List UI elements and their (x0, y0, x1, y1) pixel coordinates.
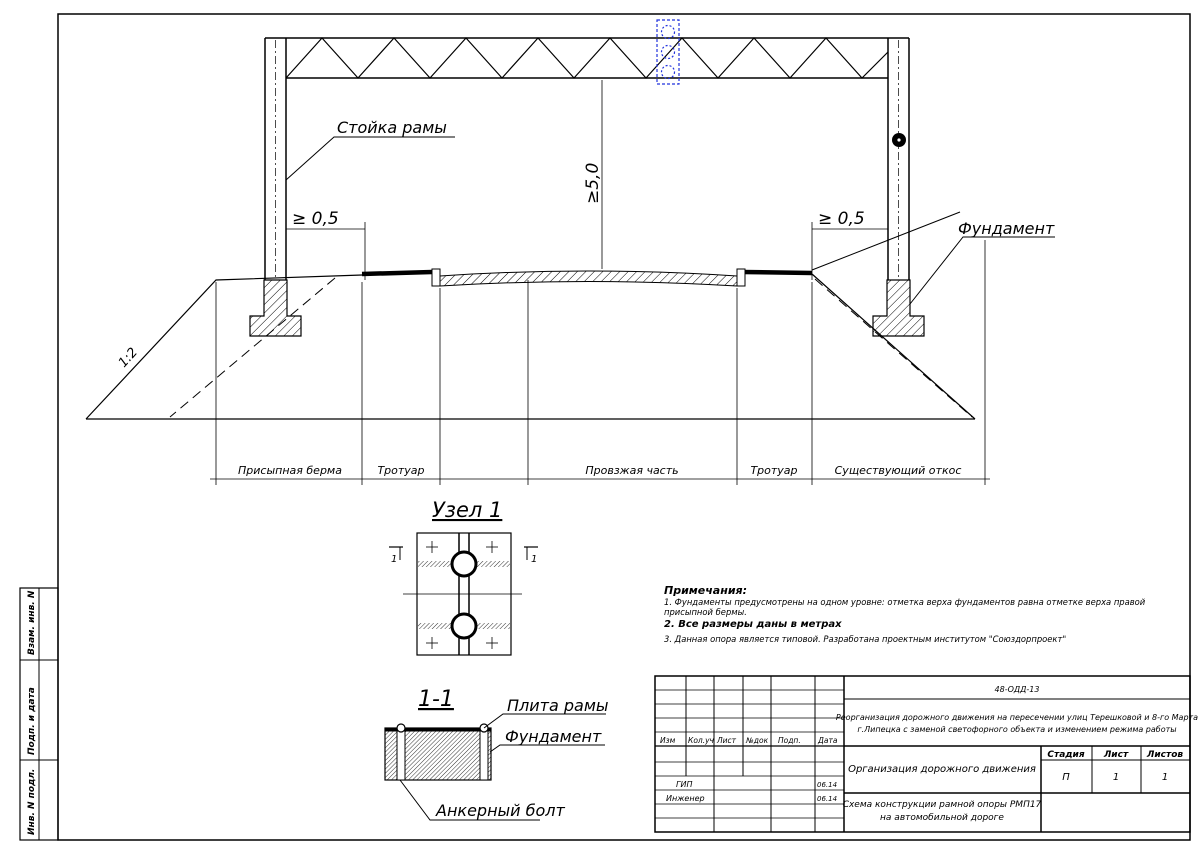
foundation-left (249, 279, 302, 337)
zone-label-berm: Присыпная берма (238, 464, 342, 477)
note-item-3: 3. Данная опора является типовой. Разраб… (664, 634, 1067, 644)
sidebar-cell-replacement: Взам. инв. N (27, 590, 37, 655)
cut-mark-left: 1 (391, 554, 397, 565)
title-sheets-value: 1 (1162, 772, 1168, 783)
title-sheet-value: 1 (1113, 772, 1119, 783)
zone-label-sidewalk-right: Тротуар (750, 464, 797, 477)
label-section-foundation: Фундамент (505, 727, 602, 746)
title-block (654, 675, 1191, 833)
sheet-border (57, 13, 1191, 841)
title-stage-value: П (1062, 772, 1070, 783)
title-role-gip-date: 06.14 (817, 781, 837, 789)
road-sign-icon (892, 133, 906, 147)
section-leaders (399, 713, 606, 821)
title-col-change: Изм (660, 736, 676, 745)
notes-heading: Примечания: (664, 584, 747, 597)
notes-block: Примечания: 1. Фундаменты предусмотрены … (664, 584, 1194, 644)
frame-support (264, 37, 910, 280)
title-doc-code: 48-ОДД-13 (995, 685, 1040, 694)
sidebar-stamp: Взам. инв. N Подп. и дата Инв. N подл. (19, 587, 59, 841)
zone-label-slope: Существующий откос (835, 464, 962, 477)
traffic-light-icon (656, 19, 680, 85)
road-cross-section (85, 268, 976, 420)
foundation-right (872, 279, 925, 337)
section-detail (384, 723, 492, 781)
note-item-1: 1. Фундаменты предусмотрены на одном уро… (664, 597, 1146, 617)
title-col-sign: Подп. (778, 736, 801, 745)
label-frame-post: Стойка рамы (337, 118, 447, 137)
label-anchor-bolt: Анкерный болт (435, 801, 566, 820)
title-col-date: Дата (817, 736, 838, 745)
title-sheet-header: Лист (1103, 750, 1129, 760)
title-role-engineer: Инженер (666, 794, 705, 803)
offset-dimension-right (811, 222, 888, 280)
note-item-2: 2. Все размеры даны в метрах (664, 619, 842, 630)
title-project-line1: Реорганизация дорожного движения на пере… (836, 713, 1198, 722)
offset-dimension-left (286, 222, 366, 280)
title-drawing-name-line1: Схема конструкции рамной опоры РМП17 (843, 800, 1042, 810)
zone-dimension-chain (210, 240, 990, 485)
title-section-name: Организация дорожного движения (848, 764, 1036, 775)
label-foundation: Фундамент (958, 219, 1055, 238)
sidebar-cell-inventory: Инв. N подл. (27, 769, 37, 835)
cut-mark-right: 1 (531, 554, 537, 565)
zone-label-sidewalk-left: Тротуар (377, 464, 424, 477)
label-slope-ratio: 1:2 (116, 345, 141, 371)
title-col-docnum: №док (745, 736, 769, 745)
title-col-sheet: Лист (716, 736, 737, 745)
dimension-left-offset: ≥ 0,5 (292, 209, 339, 229)
node-title: Узел 1 (432, 498, 502, 522)
section-title: 1-1 (418, 687, 454, 712)
dimension-right-offset: ≥ 0,5 (818, 209, 865, 229)
title-role-gip: ГИП (676, 780, 692, 789)
leader-lines (285, 136, 1055, 305)
title-project-line2: г.Липецка с заменой светофорного объекта… (857, 725, 1176, 734)
title-col-qty: Кол.уч (688, 736, 715, 745)
title-sheets-header: Листов (1146, 750, 1184, 760)
sidebar-cell-signature: Подп. и дата (27, 687, 37, 755)
title-role-engineer-date: 06.14 (817, 795, 837, 803)
label-plate: Плита рамы (507, 696, 609, 715)
dimension-height: ≥5,0 (583, 163, 603, 204)
title-stage-header: Стадия (1047, 750, 1084, 760)
node-detail (389, 532, 538, 656)
zone-label-carriageway: Провзжая часть (585, 464, 678, 477)
title-drawing-name-line2: на автомобильной дороге (880, 813, 1004, 823)
